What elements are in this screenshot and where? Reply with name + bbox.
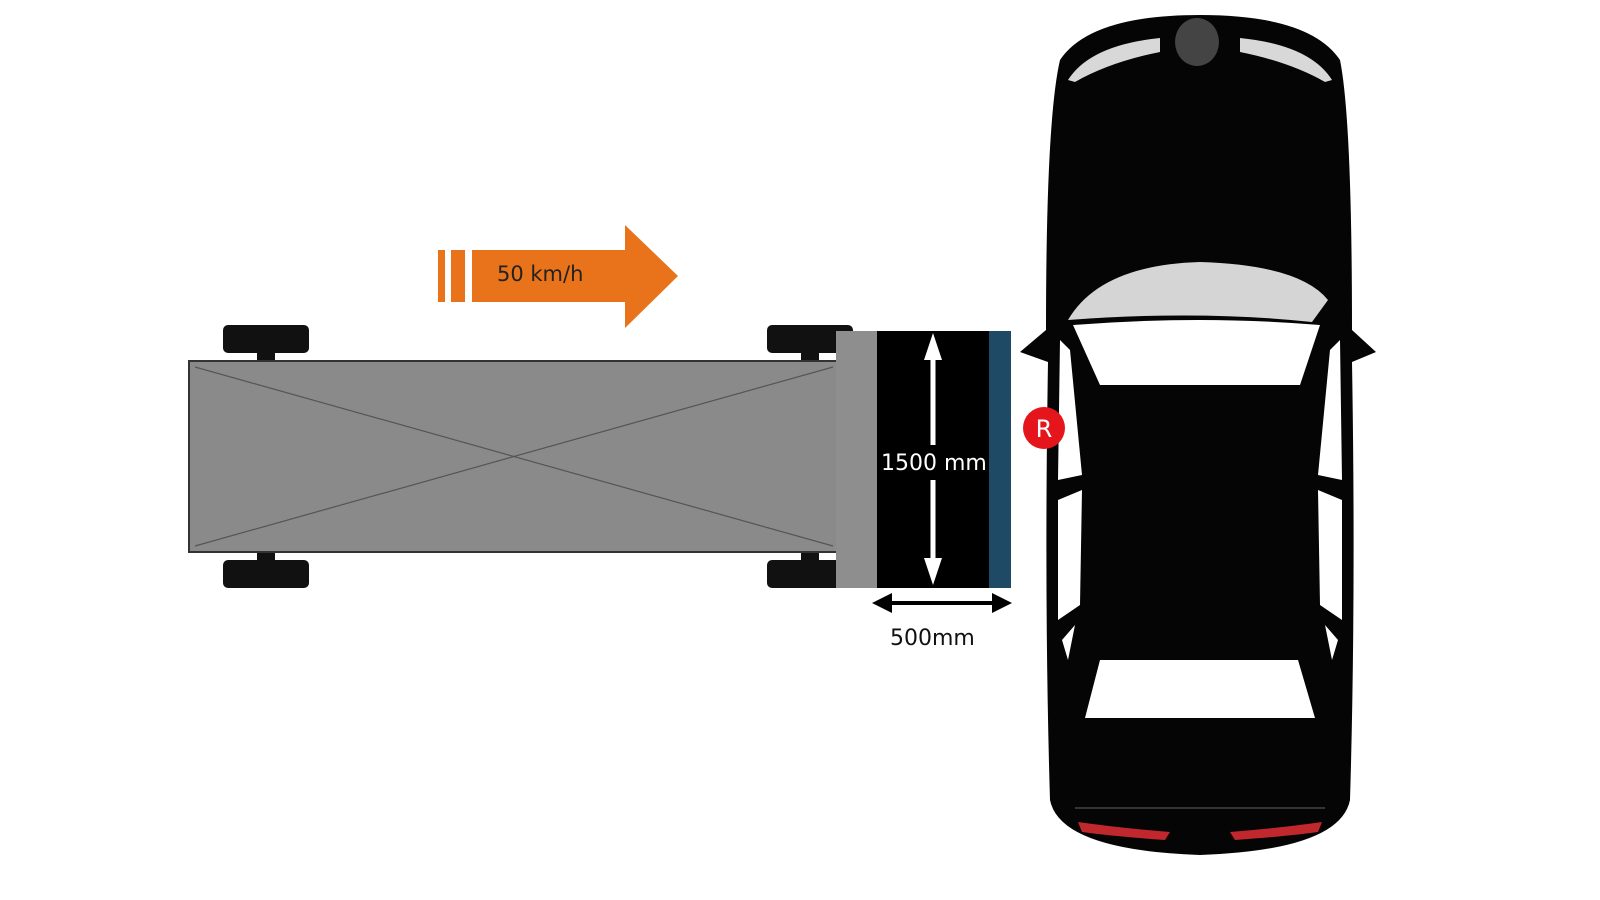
r-point-label: R bbox=[1036, 415, 1053, 443]
r-point-marker: R bbox=[1023, 407, 1065, 449]
speed-arrow: 50 km/h bbox=[438, 225, 678, 328]
deformable-barrier: 1500 mm 500mm bbox=[872, 331, 1012, 651]
barrier-depth-label: 500mm bbox=[890, 626, 975, 651]
depth-dimension-arrow bbox=[872, 593, 1012, 613]
target-car bbox=[1020, 15, 1376, 855]
trolley bbox=[188, 325, 878, 588]
barrier-height-label: 1500 mm bbox=[881, 451, 987, 476]
speed-label: 50 km/h bbox=[497, 262, 583, 286]
trolley-wheels bbox=[223, 325, 853, 588]
